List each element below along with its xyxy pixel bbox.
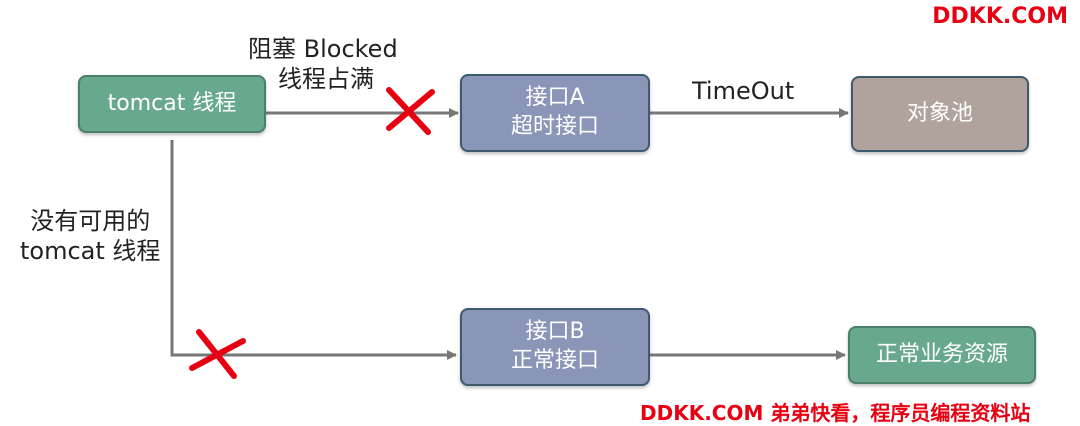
no-thread-label: 没有可用的 tomcat 线程 [20, 206, 160, 266]
no-thread-cross-icon [189, 329, 246, 379]
api-a-node: 接口A 超时接口 [460, 74, 650, 152]
api-b-subtitle: 正常接口 [510, 348, 599, 373]
no-thread-label-line1: 没有可用的 [30, 207, 151, 235]
normal-resource-node: 正常业务资源 [848, 326, 1036, 384]
api-a-subtitle: 超时接口 [510, 114, 599, 139]
timeout-label: TimeOut [692, 77, 795, 105]
blocked-cross-icon [386, 87, 435, 135]
blocked-label-line1: 阻塞 Blocked [248, 35, 398, 63]
tomcat-thread-node-label: tomcat 线程 [107, 90, 237, 116]
blocked-label: 阻塞 Blocked 线程占满 [248, 34, 398, 94]
no-thread-label-line2: tomcat 线程 [20, 237, 161, 265]
object-pool-node: 对象池 [851, 76, 1029, 152]
api-b-node: 接口B 正常接口 [460, 308, 650, 386]
blocked-label-line2: 线程占满 [278, 65, 374, 93]
object-pool-label: 对象池 [906, 100, 973, 126]
api-b-title: 接口B [525, 319, 585, 345]
normal-resource-label: 正常业务资源 [875, 341, 1008, 367]
watermark-top: DDKK.COM [932, 4, 1068, 29]
api-a-title: 接口A [525, 85, 585, 111]
arrow-tomcat-to-api-b [170, 140, 457, 360]
watermark-bottom: DDKK.COM 弟弟快看，程序员编程资料站 [640, 401, 1031, 425]
tomcat-thread-node: tomcat 线程 [78, 75, 266, 133]
